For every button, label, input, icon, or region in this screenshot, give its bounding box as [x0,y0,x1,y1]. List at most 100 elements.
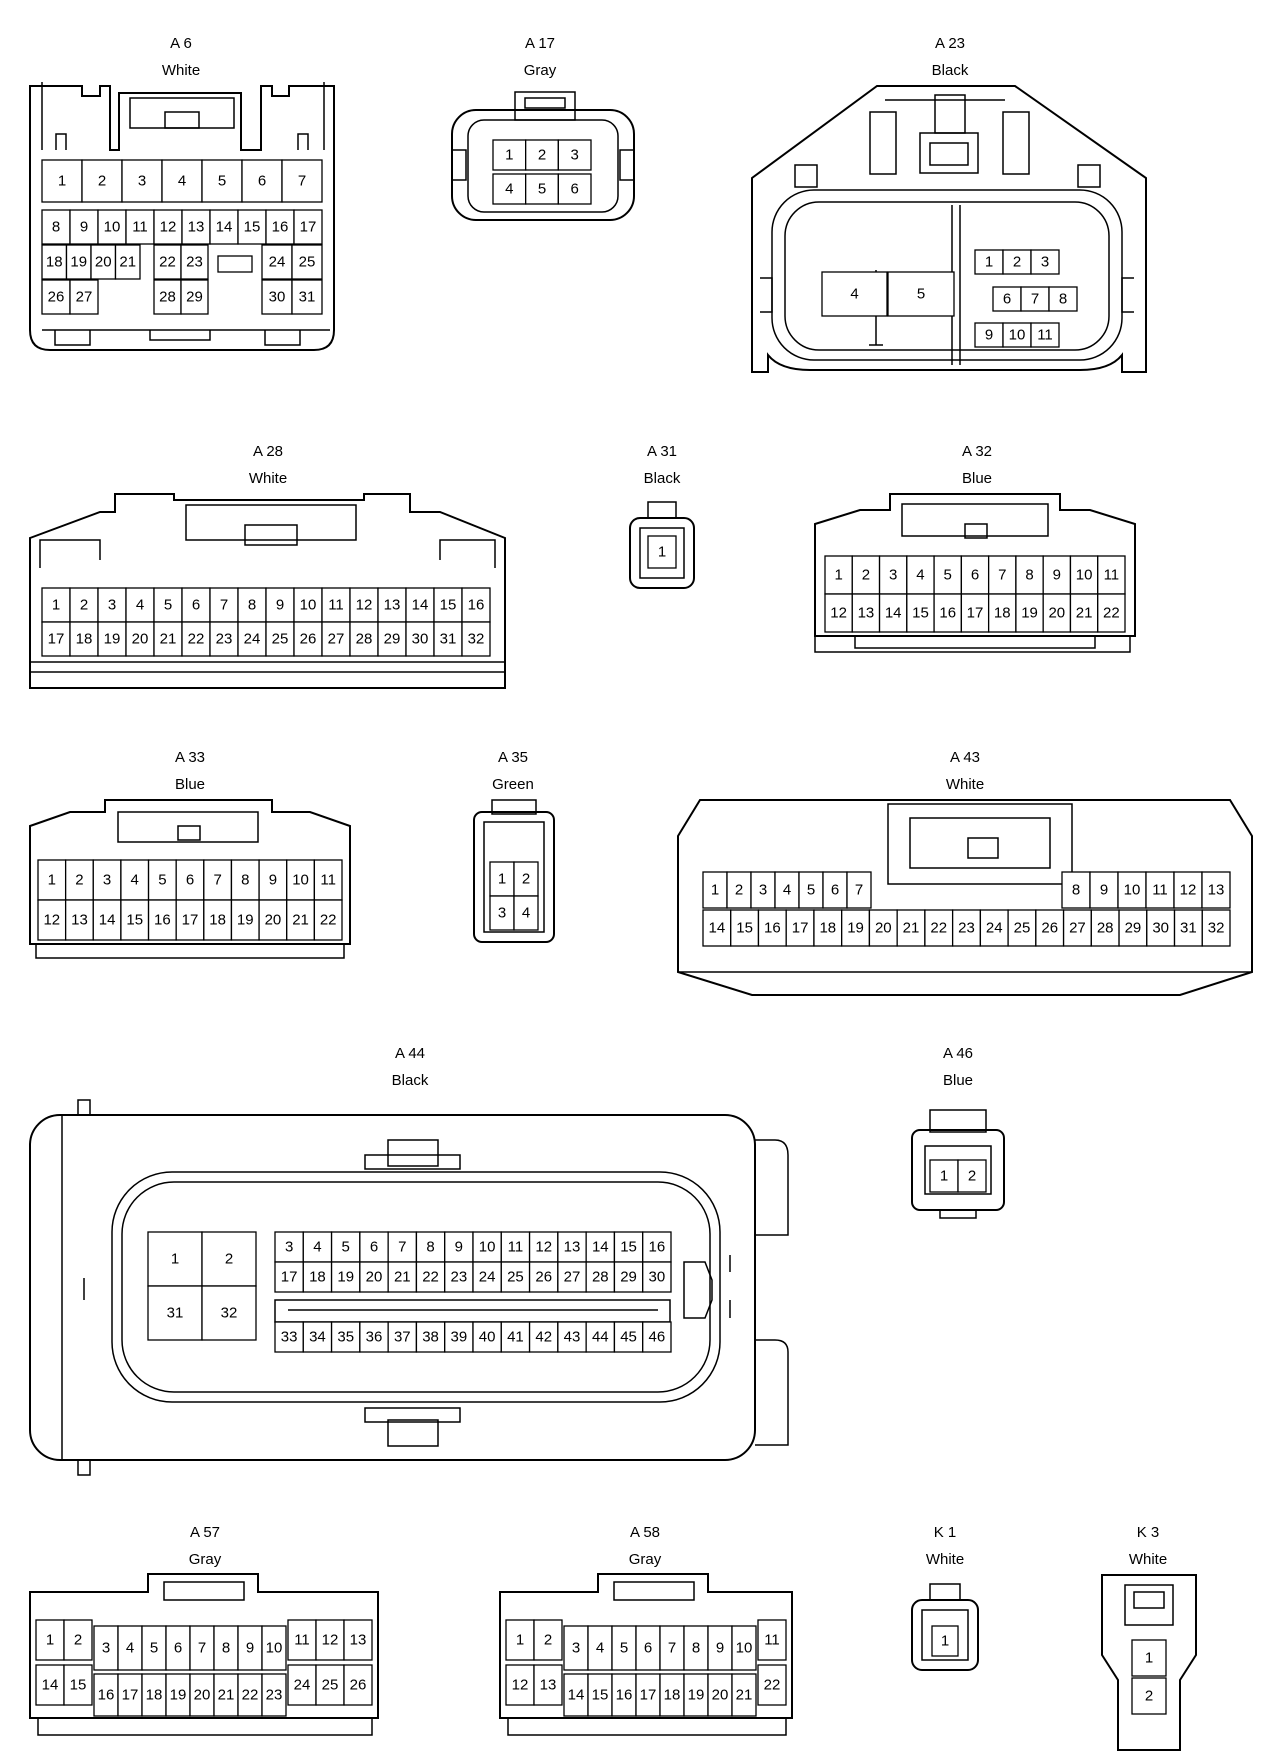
a6-pin-label-25: 25 [299,254,316,271]
a43-pin-12: 12 [1173,871,1203,909]
a57-pin-label-18: 18 [146,1687,163,1704]
a44-pin-cell-12 [528,1231,559,1263]
a32-pin-cell-3 [878,555,908,595]
a33-pin-cell-10 [286,859,316,901]
a57-pin-cell-9 [237,1625,263,1671]
a28-pin-4: 4 [125,587,155,623]
a44-pin-label-14: 14 [592,1239,609,1256]
a33-pin-label-5: 5 [158,872,166,889]
a28-pin-label-4: 4 [136,597,144,614]
a43-pin-label-20: 20 [875,920,892,937]
a6-pin-label-24: 24 [269,254,286,271]
a6-pin-label-4: 4 [178,173,186,190]
a28-pin-2: 2 [69,587,99,623]
a44-pin-cell-40 [472,1321,502,1353]
connector-a44-color: Black [392,1072,429,1089]
a32-pin-cell-7 [987,555,1017,595]
a58-pin-10: 10 [731,1625,757,1671]
a57-pin-25: 25 [315,1664,345,1706]
a33-pin-9: 9 [258,859,288,901]
a43-pin-cell-3 [750,871,776,909]
a28-pin-cell-5 [153,587,183,623]
a6-pin-cell-14 [209,209,239,245]
a57-pin-cell-8 [213,1625,239,1671]
a46-pin-label-2: 2 [968,1168,976,1185]
a32-pin-label-10: 10 [1076,567,1093,584]
a35-pin-2: 2 [513,861,539,897]
a43-pin-cell-5 [798,871,824,909]
a43-pin-cell-11 [1145,871,1175,909]
a17-pin-cell-1 [492,139,527,171]
a32-pin-label-8: 8 [1025,567,1033,584]
a43-pin-cell-21 [896,909,926,947]
a6-pin-label-6: 6 [258,173,266,190]
a44-pin-cell-32 [201,1285,257,1341]
a44-pin-23: 23 [444,1261,474,1293]
a57-pin-cell-3 [93,1625,119,1671]
a23-pin-cell-1 [974,249,1004,275]
a33-pin-label-3: 3 [103,872,111,889]
a33-pin-label-8: 8 [241,872,249,889]
a32-pin-label-15: 15 [912,605,929,622]
a57-pin-label-19: 19 [170,1687,187,1704]
a28-pin-18: 18 [69,621,99,657]
a44-pin-28: 28 [585,1261,616,1293]
a57-pin-label-11: 11 [294,1632,310,1649]
a58-pin-cell-4 [587,1625,613,1671]
a6-pin-12: 12 [153,209,183,245]
a33-pin-label-15: 15 [126,912,143,929]
a44-pin-18: 18 [302,1261,333,1293]
a33-pin-cell-1 [37,859,67,901]
a44-pin-cell-2 [201,1231,257,1287]
a28-pin-label-9: 9 [276,597,284,614]
a6-pin-label-2: 2 [98,173,106,190]
a28-pin-17: 17 [41,621,71,657]
a58-pin-label-5: 5 [620,1640,628,1657]
a58-pin-9: 9 [707,1625,733,1671]
a23-pin-9: 9 [974,322,1004,348]
a57-pin-cell-13 [343,1619,373,1661]
a17-pin-4: 4 [492,173,527,205]
a32-pin-label-3: 3 [889,567,897,584]
a44-pin-cell-39 [444,1321,474,1353]
a6-pin-2: 2 [81,159,123,203]
connector-a46-color: Blue [943,1072,973,1089]
connector-a31-color: Black [644,470,681,487]
a44-pin-5: 5 [330,1231,361,1263]
a6-pin-label-11: 11 [132,219,148,236]
a6-pin-label-8: 8 [52,219,60,236]
a17-pin-2: 2 [525,139,559,171]
a44-pin-cell-36 [359,1321,389,1353]
a58-pin-21: 21 [731,1673,757,1717]
a6-pin-13: 13 [181,209,211,245]
a6-pin-3: 3 [121,159,163,203]
a6-pin-23: 23 [180,244,209,280]
a33-pin-label-7: 7 [213,872,221,889]
a44-pin-label-38: 38 [422,1329,439,1346]
a28-pin-cell-6 [181,587,211,623]
a43-pin-label-15: 15 [736,920,753,937]
a44-pin-label-17: 17 [281,1269,298,1286]
a32-pin-19: 19 [1015,593,1044,633]
a44-pin-label-45: 45 [620,1329,637,1346]
a28-pin-6: 6 [181,587,211,623]
k1-pin-label-1: 1 [941,1633,949,1650]
a43-pin-cell-29 [1118,909,1148,947]
a23-pin-label-9: 9 [985,327,993,344]
a58-pin-label-1: 1 [516,1632,524,1649]
a17-pin-cell-3 [557,139,592,171]
a6-pin-label-22: 22 [159,254,176,271]
a6-pin-cell-30 [261,279,293,315]
a28-pin-14: 14 [405,587,435,623]
a43-pin-label-6: 6 [831,882,839,899]
a57-pin-7: 7 [189,1625,215,1671]
a58-pin-1: 1 [505,1619,535,1661]
a28-pin-label-10: 10 [300,597,317,614]
connector-a17-id: A 17 [525,35,555,52]
a28-pin-label-26: 26 [300,631,317,648]
a43-pin-cell-28 [1090,909,1120,947]
a58-pin-label-7: 7 [668,1640,676,1657]
a32-pin-label-20: 20 [1048,605,1065,622]
a6-pin-label-20: 20 [95,254,112,271]
